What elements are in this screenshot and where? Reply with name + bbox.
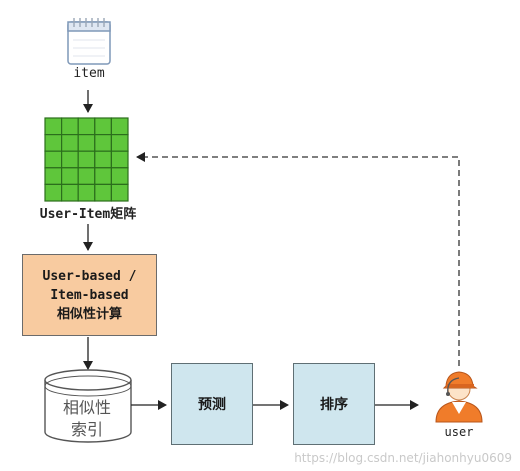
matrix-cell [94,117,113,136]
matrix-cell [110,150,129,169]
matrix-cell [110,117,129,136]
sort-label: 排序 [320,397,348,413]
index-line-1: 相似性 [62,398,111,417]
matrix-cell [77,117,96,136]
matrix-cell [94,150,113,169]
matrix-label: User-Item矩阵 [39,207,137,222]
similarity-line-2: Item-based [50,287,129,303]
predict-label: 预测 [198,397,226,413]
matrix-cell [44,117,63,136]
matrix-cell [110,167,129,186]
matrix-cell [77,183,96,202]
matrix-cell [60,117,79,136]
matrix-cell [77,150,96,169]
index-line-2: 索引 [70,420,103,439]
matrix-cell [77,167,96,186]
similarity-computation-box: User-based / Item-based 相似性计算 [22,254,157,336]
matrix-cell [44,167,63,186]
matrix-cell [77,134,96,152]
sort-box: 排序 [293,363,375,445]
similarity-line-1: User-based / [42,268,137,284]
similarity-index-cylinder-icon [44,369,132,443]
item-label: item [73,66,105,81]
matrix-cell [60,134,79,152]
user-label: user [444,425,474,439]
item-notepad-icon [67,18,111,65]
matrix-cell [60,150,79,169]
matrix-cell [110,134,129,152]
similarity-line-3: 相似性计算 [56,306,122,322]
watermark-text: https://blog.csdn.net/jiahonhyu0609 [294,451,512,465]
feedback-dashed-arrow [136,152,460,366]
matrix-cell [110,183,129,202]
matrix-cell [60,167,79,186]
matrix-cell [44,134,63,152]
user-item-matrix-grid [44,117,129,202]
matrix-cell [94,183,113,202]
predict-box: 预测 [171,363,253,445]
user-avatar-icon [435,371,483,423]
matrix-cell [94,134,113,152]
matrix-cell [94,167,113,186]
matrix-cell [44,183,63,202]
matrix-cell [44,150,63,169]
matrix-cell [60,183,79,202]
